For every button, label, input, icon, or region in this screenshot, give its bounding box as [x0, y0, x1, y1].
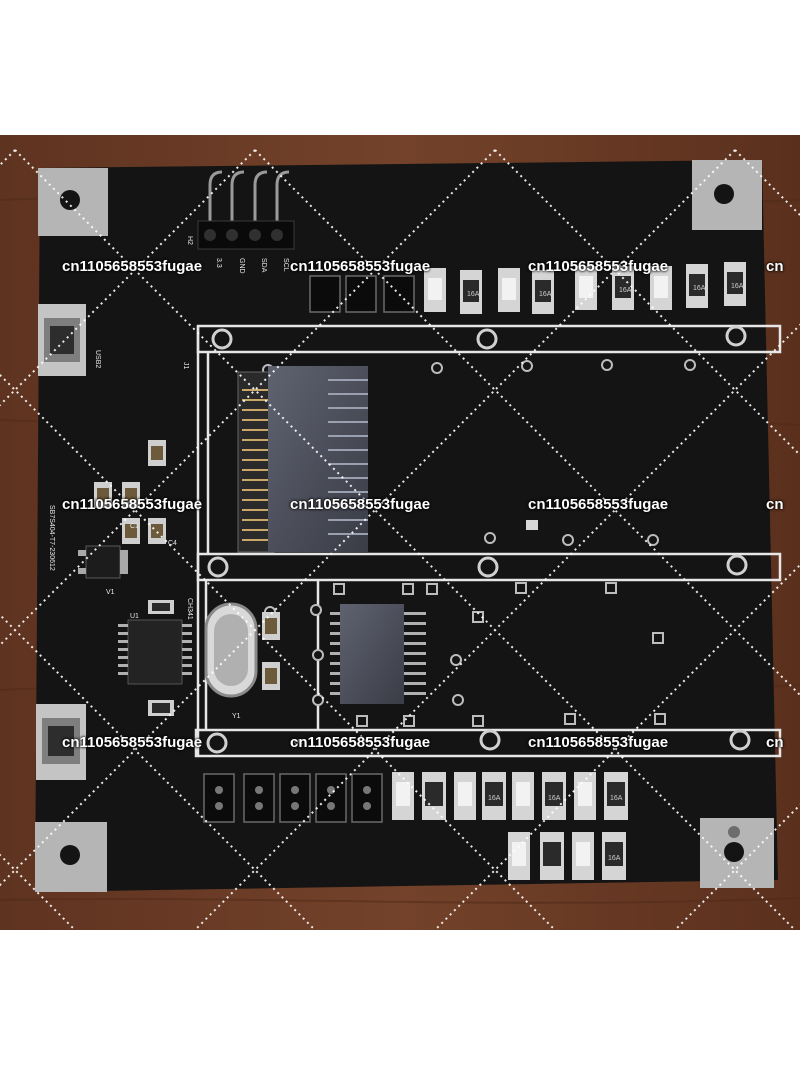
chip-u1-ref: U1: [130, 613, 139, 620]
resistor-marking: 16A: [488, 795, 501, 802]
watermark-text: cn1105658553fugae: [528, 258, 669, 275]
resistor-marking: 16A: [548, 795, 561, 802]
watermark-text: cn1105658553fugae: [528, 496, 669, 513]
watermark-text: cn1105658553fugae: [290, 734, 431, 751]
usb-top-ref: USB2: [94, 350, 101, 368]
watermark-text: cn: [766, 496, 784, 513]
resistor-marking: 16A: [539, 291, 552, 298]
chip-u1-label: CH341: [186, 598, 193, 620]
crystal-ref: Y1: [232, 713, 241, 720]
header-pin-label: GND: [238, 258, 245, 274]
watermark-text: cn1105658553fugae: [62, 258, 203, 275]
watermark-text: cn1105658553fugae: [528, 734, 669, 751]
usb-port-top: [38, 304, 86, 376]
header-pin-label: 3.3: [215, 258, 222, 268]
resistor-marking: 16A: [731, 283, 744, 290]
watermark-text: cn1105658553fugae: [290, 496, 431, 513]
connector-j1: [237, 366, 368, 553]
square-vias: [333, 582, 666, 727]
resistor-marking: 16A: [619, 287, 632, 294]
chip-u2: [330, 604, 426, 704]
resistor-marking: 16A: [693, 285, 706, 292]
crystal-y1: [204, 602, 258, 698]
bottom-jumpers: [203, 773, 383, 823]
rail-holes: [206, 325, 751, 754]
top-pin-header: [197, 170, 295, 250]
regulator-v1: [78, 545, 128, 579]
connector-ref: J1: [182, 362, 189, 370]
watermark-text: cn1105658553fugae: [62, 734, 203, 751]
cap-ref: C4: [168, 540, 177, 547]
watermark-text: cn1105658553fugae: [290, 258, 431, 275]
resistor-marking: 16A: [610, 795, 623, 802]
left-caps: [94, 440, 166, 544]
silkscreen-frame: [194, 324, 782, 758]
chip-u1: [118, 619, 192, 685]
chip-u2-ref: U2: [294, 739, 303, 746]
resistor-marking: 16A: [467, 291, 480, 298]
board-code: SB7S404-T7-230612: [48, 505, 55, 571]
resistor-marking: 16A: [608, 855, 621, 862]
watermark-text: cn1105658553fugae: [62, 496, 203, 513]
header-pin-labels: SCL SDA GND 3.3 H2: [186, 236, 289, 274]
regulator-ref: V1: [106, 589, 115, 596]
watermark-lattice: [0, 149, 800, 936]
cap-ref: C1: [130, 523, 139, 530]
mounting-pads: [35, 160, 774, 892]
top-jumpers: [309, 275, 415, 313]
watermark-text: cn: [766, 258, 784, 275]
watermark-text: cn: [766, 734, 784, 751]
usb-port-bottom: [36, 704, 86, 780]
header-ref-label: H2: [186, 236, 193, 245]
header-pin-label: SDA: [260, 258, 267, 273]
bottom-smd-row: 16A 16A 16A 16A: [392, 772, 628, 880]
header-pin-label: SCL: [282, 258, 289, 272]
